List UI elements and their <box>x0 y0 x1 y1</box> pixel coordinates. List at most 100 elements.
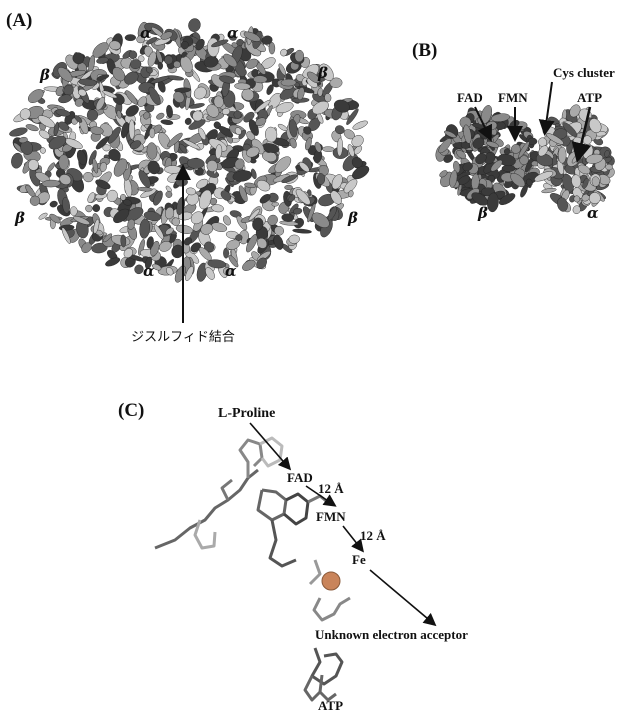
ribbon-segment <box>456 150 467 159</box>
ribbon-segment <box>123 199 132 206</box>
ribbon-segment <box>19 108 31 120</box>
ribbon-segment <box>113 208 130 224</box>
ribbon-segment <box>297 87 305 101</box>
ribbon-segment <box>277 123 288 131</box>
distance-label: 12 Å <box>360 528 386 543</box>
ribbon-segment <box>292 228 312 234</box>
ribbon-segment <box>329 77 343 88</box>
ribbon-segment <box>244 182 257 189</box>
ribbon-segment <box>48 135 67 150</box>
site-label-fmn: FMN <box>498 90 528 105</box>
ribbon-segment <box>149 127 156 139</box>
ribbon-segment <box>88 150 97 166</box>
ribbon-segment <box>190 242 202 253</box>
ribbon-segment <box>558 146 567 164</box>
ribbon-segment <box>180 41 189 50</box>
ribbon-segment <box>147 51 157 67</box>
ribbon-segment <box>188 119 206 130</box>
ribbon-segment <box>293 217 304 229</box>
ribbon-segment <box>289 137 297 149</box>
fe-label: Fe <box>352 552 366 567</box>
ribbon-segment <box>87 192 96 204</box>
ribbon-segment <box>193 86 207 100</box>
atp-label: ATP <box>318 698 343 713</box>
ribbon-segment <box>58 94 72 104</box>
ribbon-segment <box>577 164 591 175</box>
protein-structure-a <box>9 18 370 283</box>
ribbon-segment <box>235 234 243 241</box>
ribbon-segment <box>92 42 109 58</box>
ribbon-segment <box>248 208 261 221</box>
ribbon-segment <box>220 190 232 201</box>
ribbon-segment <box>223 215 231 226</box>
ribbon-segment <box>146 142 158 160</box>
ribbon-segment <box>11 152 23 169</box>
ribbon-segment <box>256 179 271 192</box>
panel-label-c: (C) <box>118 400 144 421</box>
ribbon-segment <box>206 160 218 172</box>
ribbon-segment <box>221 108 231 115</box>
ribbon-segment <box>134 264 144 275</box>
ribbon-segment <box>211 39 229 48</box>
substrate-label: L-Proline <box>218 406 275 421</box>
ribbon-segment <box>102 233 113 243</box>
ribbon-segment <box>234 127 242 135</box>
ribbon-segment <box>130 59 142 70</box>
ribbon-segment <box>74 115 83 123</box>
subunit-label: α <box>140 24 152 42</box>
ribbon-segment <box>293 208 303 215</box>
ribbon-segment <box>25 124 39 132</box>
ribbon-segment <box>319 63 334 81</box>
ribbon-segment <box>41 179 61 188</box>
ribbon-segment <box>186 192 200 206</box>
disulfide-label: ジスルフィド結合 <box>131 330 235 345</box>
ribbon-segment <box>145 66 153 74</box>
ribbon-segment <box>281 174 298 183</box>
flow-arrow <box>369 569 437 627</box>
ribbon-segment <box>519 155 529 165</box>
ribbon-segment <box>273 234 284 250</box>
ribbon-segment <box>281 213 295 222</box>
ribbon-segment <box>125 90 138 105</box>
ribbon-segment <box>148 86 161 106</box>
ribbon-segment <box>589 118 602 134</box>
ribbon-segment <box>226 239 241 250</box>
subunit-label: α <box>225 262 237 280</box>
atp-arrow <box>571 106 592 163</box>
flow-arrow <box>305 485 337 507</box>
ribbon-segment <box>538 145 549 157</box>
ribbon-segment <box>486 141 500 148</box>
ribbon-segment <box>336 137 343 157</box>
ribbon-segment <box>288 119 298 138</box>
ribbon-segment <box>267 214 278 226</box>
ribbon-segment <box>205 267 215 280</box>
ribbon-segment <box>324 93 332 103</box>
ribbon-segment <box>274 225 284 236</box>
ribbon-segment <box>295 189 311 205</box>
ribbon-segment <box>124 34 137 42</box>
ribbon-segment <box>147 160 160 175</box>
ribbon-segment <box>72 52 85 65</box>
flow-arrow <box>342 525 364 553</box>
ribbon-segment <box>439 170 448 178</box>
ribbon-segment <box>278 63 286 76</box>
ribbon-segment <box>99 162 107 172</box>
subunit-label: β <box>477 204 488 222</box>
subunit-label: α <box>143 262 155 280</box>
ribbon-segment <box>223 267 233 276</box>
ribbon-segment <box>573 195 581 203</box>
ribbon-segment <box>127 218 135 230</box>
ribbon-segment <box>299 161 310 173</box>
ribbon-segment <box>234 158 245 170</box>
ribbon-segment <box>125 105 139 117</box>
subunit-label: α <box>227 24 239 42</box>
ribbon-segment <box>462 162 473 172</box>
ribbon-segment <box>53 121 60 136</box>
ribbon-segment <box>137 96 148 107</box>
ribbon-segment <box>108 148 121 162</box>
ribbon-segment <box>49 200 58 208</box>
ribbon-segment <box>198 247 212 261</box>
ribbon-segment <box>259 194 271 204</box>
ribbon-segment <box>317 87 323 97</box>
